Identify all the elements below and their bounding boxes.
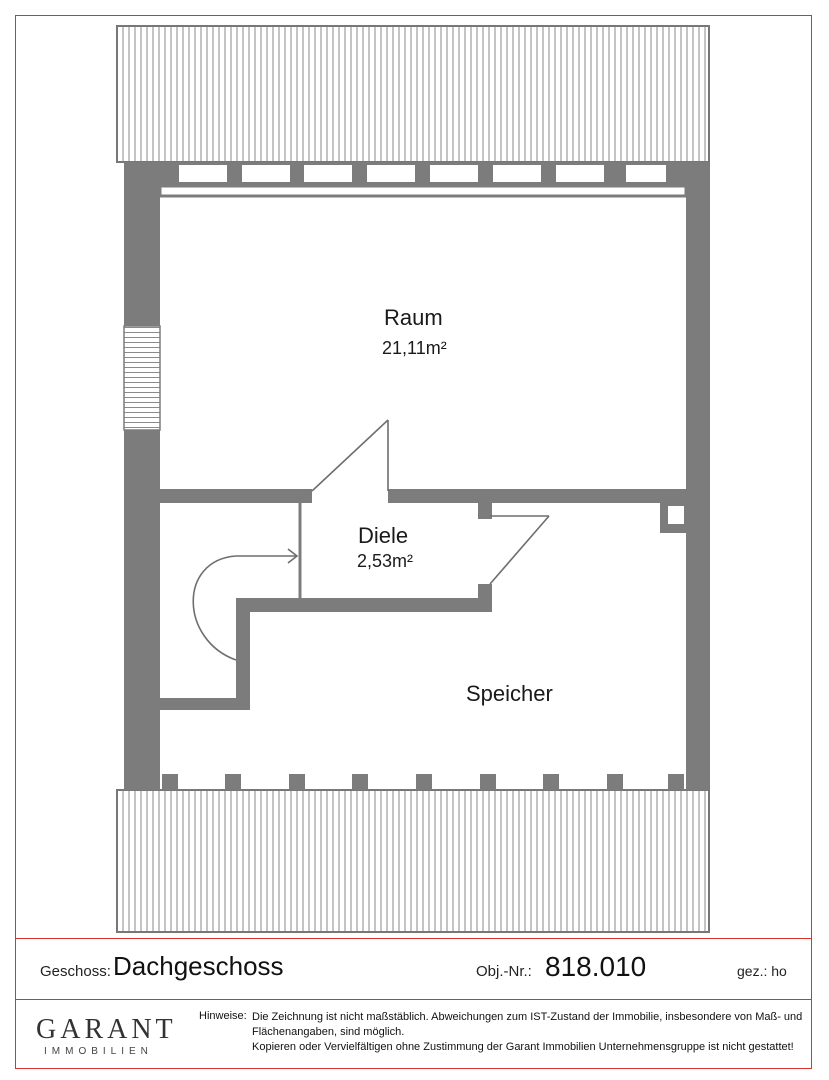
room-area-diele: 2,53m² (357, 551, 414, 571)
top-beam (158, 184, 688, 198)
roof-overhang-top (116, 25, 710, 163)
room-name-diele: Diele (358, 523, 409, 548)
object-number-value: 818.010 (545, 951, 647, 982)
geschoss-value: Dachgeschoss (113, 951, 284, 981)
left-window (123, 325, 161, 431)
floor-plan (116, 25, 710, 933)
outer-walls (124, 162, 710, 790)
door-swing-raum (311, 419, 389, 492)
hint-line: Kopieren oder Vervielfältigen ohne Zusti… (252, 1041, 794, 1053)
footer-divider-top (16, 938, 812, 939)
hint-line: Die Zeichnung ist nicht maßstäblich. Abw… (252, 1011, 803, 1023)
room-name-speicher: Speicher (466, 681, 553, 706)
geschoss-label: Geschoss: (40, 963, 111, 980)
hint-line: Flächenangaben, sind möglich. (252, 1026, 405, 1038)
hint-text: Die Zeichnung ist nicht maßstäblich. Abw… (252, 1010, 812, 1055)
footer-divider-bottom (16, 999, 812, 1000)
bottom-joists (162, 774, 684, 790)
interior-walls (160, 489, 686, 710)
room-area-raum: 21,11m² (382, 338, 447, 358)
hint-label: Hinweise: (199, 1010, 247, 1022)
top-joists (179, 165, 666, 182)
company-logo-subtitle: IMMOBILIEN (44, 1046, 153, 1057)
chimney-flue (668, 506, 684, 524)
stair-arrow (192, 548, 299, 661)
object-number-label: Obj.-Nr.: (476, 963, 532, 980)
drawn-by-label: gez.: ho (737, 963, 787, 979)
page-frame (15, 15, 812, 1069)
door-swing-speicher (489, 515, 550, 585)
room-name-raum: Raum (384, 305, 443, 330)
roof-overhang-bottom (116, 789, 710, 933)
company-logo: GARANT (36, 1014, 177, 1045)
